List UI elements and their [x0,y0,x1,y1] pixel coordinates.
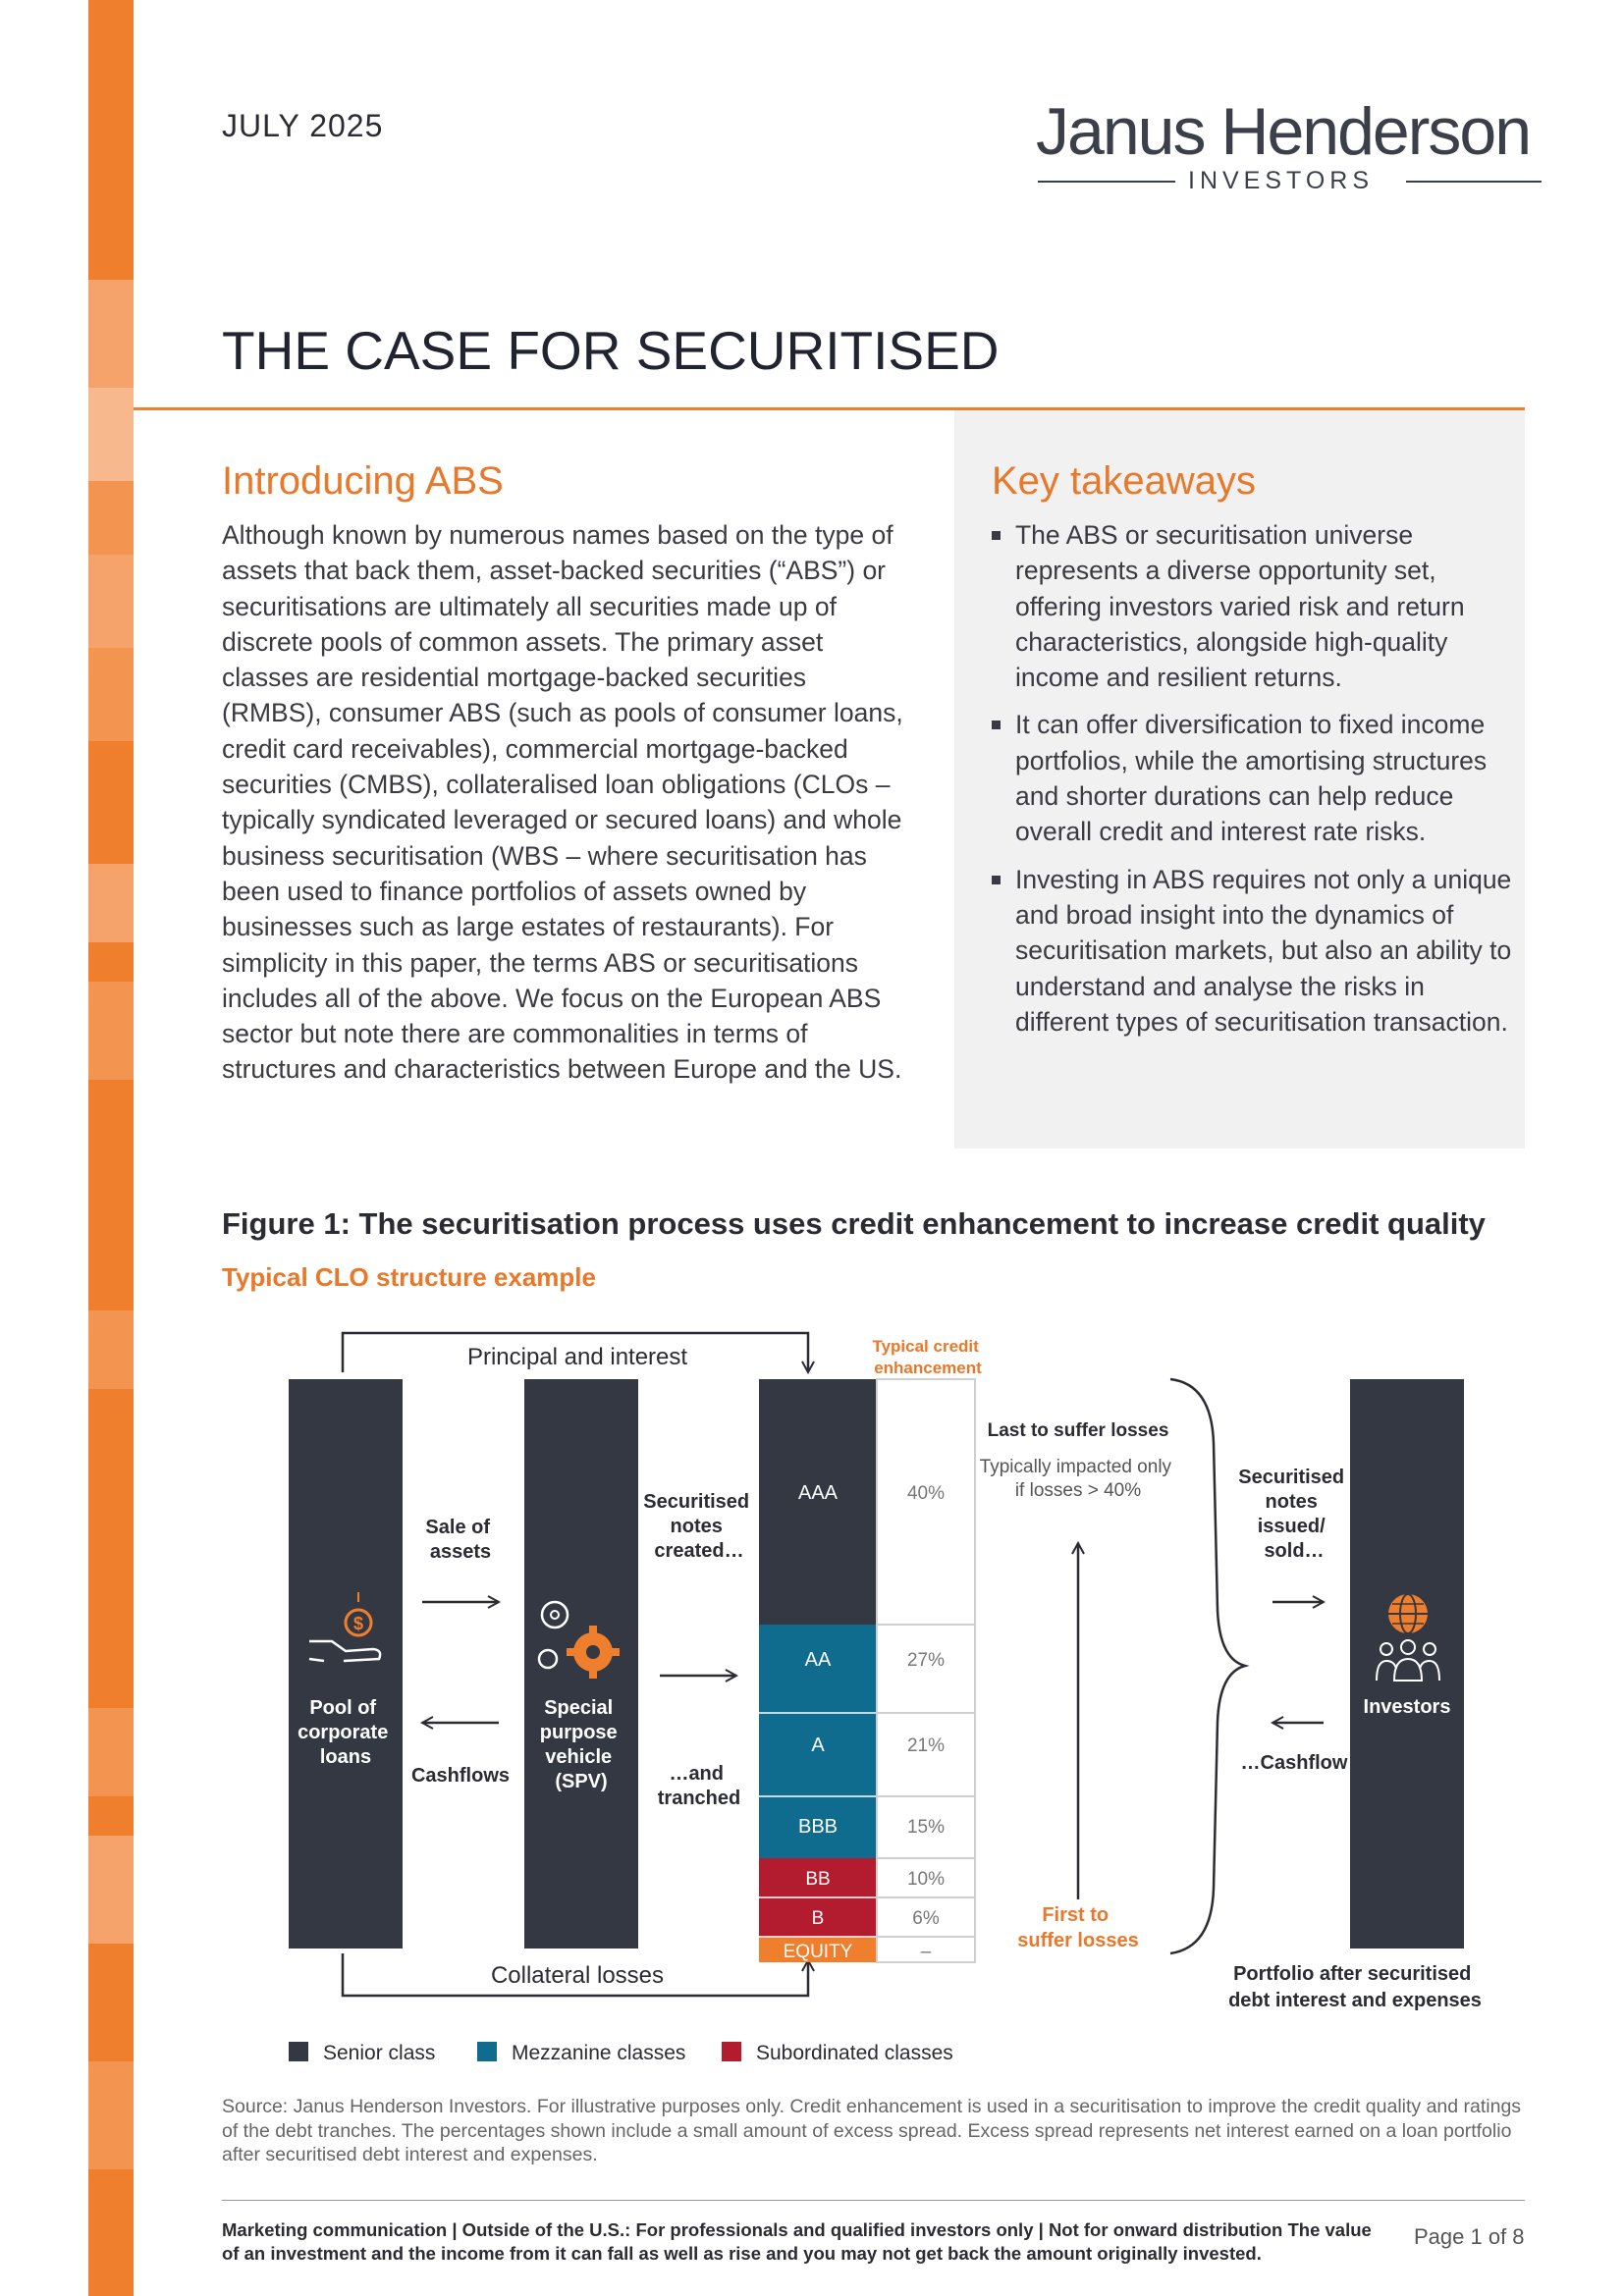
figure-subtitle: Typical CLO structure example [222,1262,596,1292]
last-loss-label: Last to suffer losses [988,1420,1169,1441]
enhancement-value: 15% [907,1817,945,1838]
notes-created-label: Securitised notes created… [643,1491,754,1562]
tranche-b [759,1897,877,1937]
side-band-segment [88,864,134,942]
rating-label: AAA [798,1482,839,1504]
side-band-segment [88,2061,134,2169]
tranche-aa [759,1625,877,1713]
rating-label: EQUITY [784,1942,853,1962]
enhancement-header: Typical credit enhancement [872,1337,983,1377]
principal-interest-label: Principal and interest [467,1344,687,1370]
legend-swatch-mezzanine [477,2042,497,2061]
impact-note: Typically impacted only if losses > 40% [980,1457,1177,1501]
legend-swatch-senior [289,2042,308,2061]
enhancement-value: 40% [907,1483,945,1504]
side-band-segment [88,1708,134,1796]
pool-label: Pool of corporate loans [298,1697,394,1768]
rating-label: BBB [798,1816,838,1838]
collateral-bracket [341,1953,808,1998]
legend-label-subordinated: Subordinated classes [756,2042,953,2064]
rating-label: A [811,1735,825,1756]
hand-coin-icon: $ [308,1592,382,1663]
principal-bracket [341,1331,808,1372]
enhancement-column [876,1378,976,1963]
rating-label: AA [805,1649,832,1671]
logo-subtitle: INVESTORS [1188,167,1375,194]
cashflows-label: Cashflows [411,1765,510,1787]
spv-label: Special purpose vehicle (SPV) [540,1697,623,1792]
pool-column [289,1379,403,1949]
notes-issued-label: Securitised notes issued/ sold… [1238,1467,1349,1562]
side-band-segment [88,1310,134,1389]
side-band-segment [88,555,134,648]
page-title: THE CASE FOR SECURITISED [222,320,1000,381]
enhancement-value: – [921,1942,932,1962]
tranche-a [759,1713,877,1796]
takeaway-item: It can offer diversification to fixed in… [992,707,1512,849]
footer-divider [222,2200,1525,2201]
sale-of-assets-label: Sale of assets [425,1517,495,1563]
tranched-label: …and tranched [658,1763,740,1809]
intro-body: Although known by numerous names based o… [222,520,903,1085]
tranche-aaa [759,1379,877,1625]
tranche-equity [759,1937,877,1962]
title-divider [134,407,1525,410]
investors-label: Investors [1364,1696,1451,1718]
enhancement-value: 6% [912,1908,940,1929]
gears-icon [537,1600,620,1679]
globe-people-icon [1376,1593,1440,1682]
takeaway-item: The ABS or securitisation universe repre… [992,517,1512,695]
first-loss-label: First to suffer losses [1017,1904,1138,1951]
logo-rule-left [1038,181,1175,183]
cashflow-right-label: …Cashflow [1241,1752,1348,1774]
page-number: Page 1 of 8 [1414,2224,1525,2249]
enhancement-value: 10% [907,1869,945,1890]
footer-disclaimer: Marketing communication | Outside of the… [222,2219,1372,2264]
side-band-segment [88,982,134,1080]
report-date: JULY 2025 [222,108,384,143]
takeaway-item: Investing in ABS requires not only a uni… [992,862,1512,1040]
curly-brace [1169,1377,1250,1955]
legend-swatch-subordinated [722,2042,741,2061]
side-band-segment [88,1836,134,1944]
tranche-bb [759,1858,877,1897]
svg-text:$: $ [353,1614,363,1633]
figure-title: Figure 1: The securitisation process use… [222,1206,1486,1241]
tranche-bbb [759,1796,877,1858]
side-band-segment [88,388,134,481]
key-takeaways-heading: Key takeaways [992,459,1257,503]
portfolio-note: Portfolio after securitised debt interes… [1228,1963,1482,2011]
enhancement-value: 21% [907,1735,945,1756]
key-takeaways-list: The ABS or securitisation universe repre… [992,517,1512,1051]
key-takeaways-box [954,410,1525,1148]
rating-label: B [812,1908,825,1929]
legend-label-senior: Senior class [323,2042,435,2064]
rating-label: BB [805,1869,830,1890]
legend-label-mezzanine: Mezzanine classes [512,2042,685,2064]
logo-name: Janus Henderson [1036,94,1532,169]
investors-column [1350,1379,1464,1949]
side-band-segment [88,648,134,741]
side-band-segment [88,280,134,388]
enhancement-value: 27% [907,1650,945,1671]
intro-heading: Introducing ABS [222,459,504,503]
logo-rule-right [1406,181,1542,183]
figure-source: Source: Janus Henderson Investors. For i… [222,2096,1522,2165]
collateral-losses-label: Collateral losses [491,1962,664,1989]
side-band-segment [88,481,134,555]
